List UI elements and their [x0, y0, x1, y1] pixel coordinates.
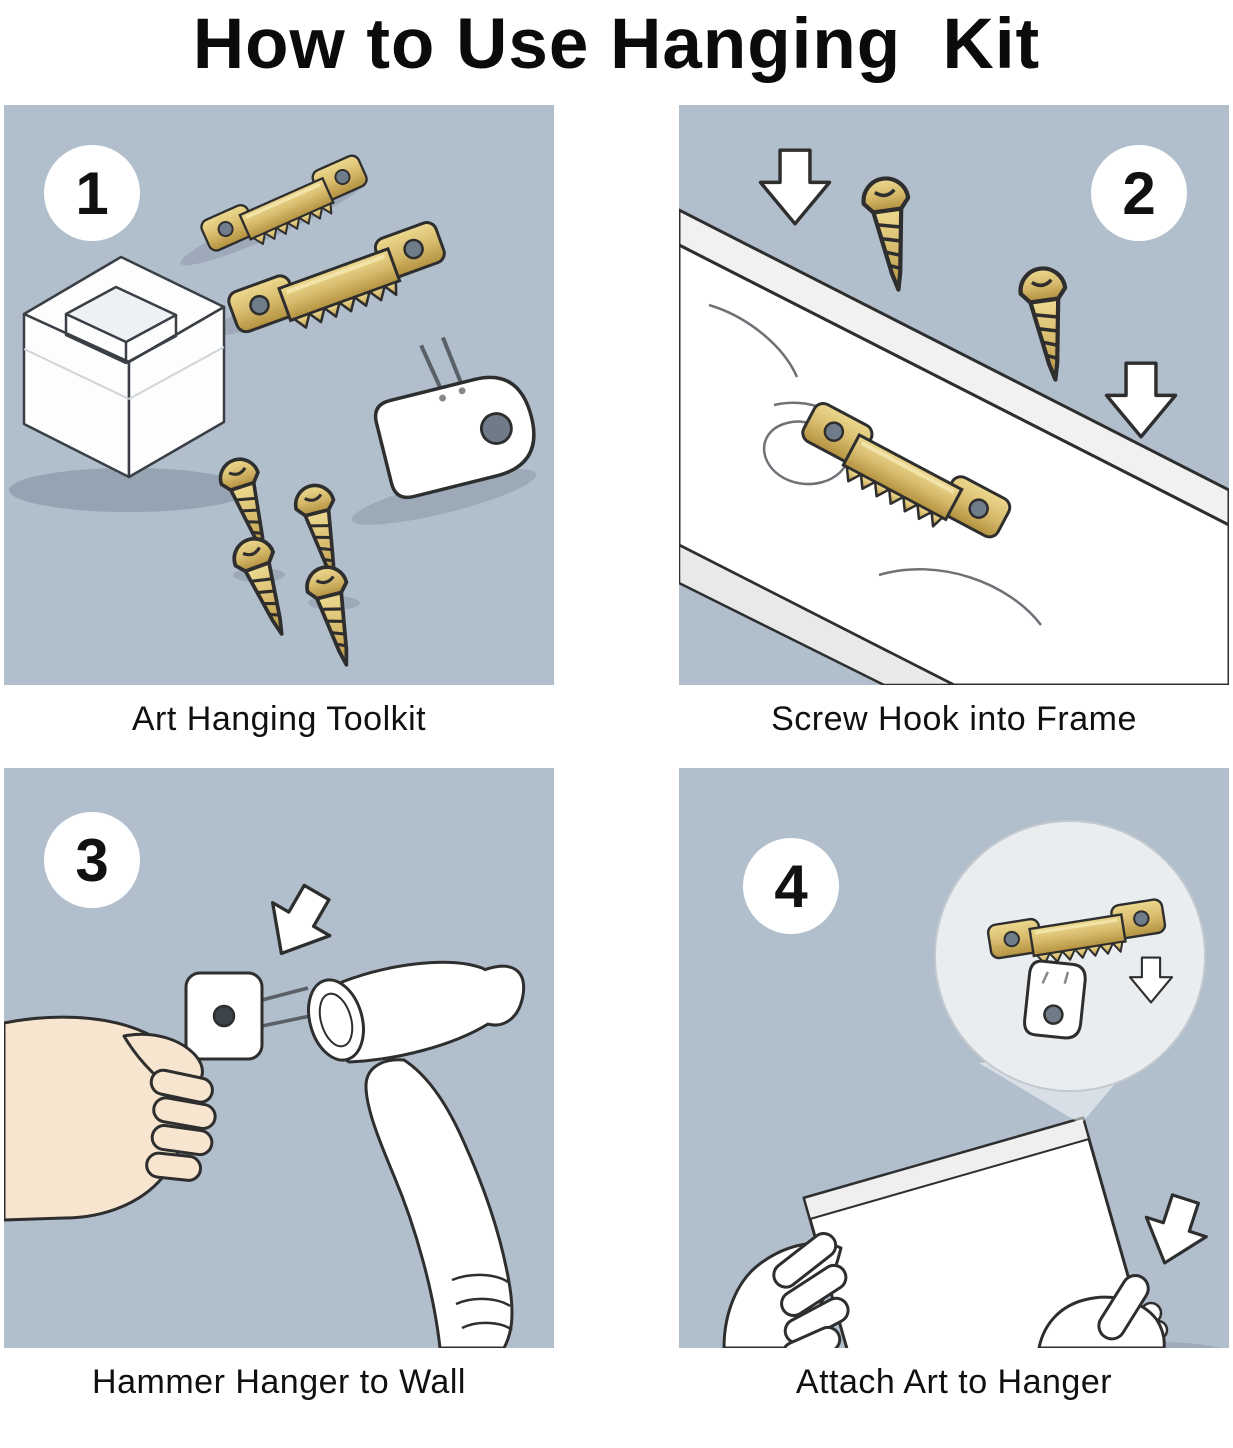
panel-1: 1 Art Hanging Toolkit: [4, 105, 554, 768]
attach-art-scene: [722, 820, 1221, 1348]
step-number: 1: [75, 159, 109, 227]
box-shadow: [9, 468, 249, 512]
panel-grid: 1 Art Hanging Toolkit: [0, 105, 1233, 1431]
down-arrow-icon: [1104, 361, 1178, 439]
panel-3-caption: Hammer Hanger to Wall: [92, 1363, 466, 1401]
hammer-scene: [4, 874, 525, 1348]
panel-4-caption: Attach Art to Hanger: [795, 1363, 1113, 1401]
panel-3: 3 Hammer Hanger to Wall: [4, 768, 554, 1431]
step-number: 4: [774, 852, 808, 920]
screw-into-frame-scene: [679, 148, 1229, 685]
step-number: 2: [1122, 159, 1156, 227]
panel-1-caption: Art Hanging Toolkit: [131, 700, 427, 738]
storage-box-icon: [22, 255, 226, 479]
toolkit-scene: [9, 151, 554, 672]
wall-hook-icon: [184, 971, 311, 1061]
sawtooth-hanger-icon: [197, 151, 376, 266]
step-number-badge: 1: [44, 145, 140, 241]
step-number-badge: 2: [1091, 145, 1187, 241]
step-number-badge: 3: [44, 812, 140, 908]
step-number-badge: 4: [743, 838, 839, 934]
down-arrow-icon: [251, 874, 347, 972]
panel-2-caption: Screw Hook into Frame: [771, 700, 1137, 738]
down-arrow-icon: [758, 148, 832, 226]
hand-icon: [4, 1015, 217, 1222]
screw-icon: [226, 531, 303, 643]
down-arrow-icon: [1133, 1187, 1217, 1275]
step-number: 3: [75, 826, 109, 894]
panel-4: 4 Attach Art to Hanger: [679, 768, 1229, 1431]
screw-icon: [861, 176, 921, 293]
hammer-icon: [307, 960, 525, 1348]
screw-icon: [1018, 266, 1078, 383]
panel-4-illustration: 4: [679, 768, 1229, 1348]
hand-icon: [722, 1232, 850, 1348]
wall-hook-icon: [1023, 959, 1087, 1040]
magnifier-circle-icon: [934, 820, 1206, 1092]
frame-board-icon: [679, 208, 1229, 685]
panel-1-illustration: 1: [4, 105, 554, 685]
panel-2-illustration: 2: [679, 105, 1229, 685]
hand-icon: [1037, 1274, 1166, 1348]
panel-3-illustration: 3: [4, 768, 554, 1348]
page-title: How to Use Hanging Kit: [192, 5, 1041, 84]
screw-icon: [300, 561, 368, 672]
panel-2: 2 Screw Hook into Frame: [679, 105, 1229, 768]
